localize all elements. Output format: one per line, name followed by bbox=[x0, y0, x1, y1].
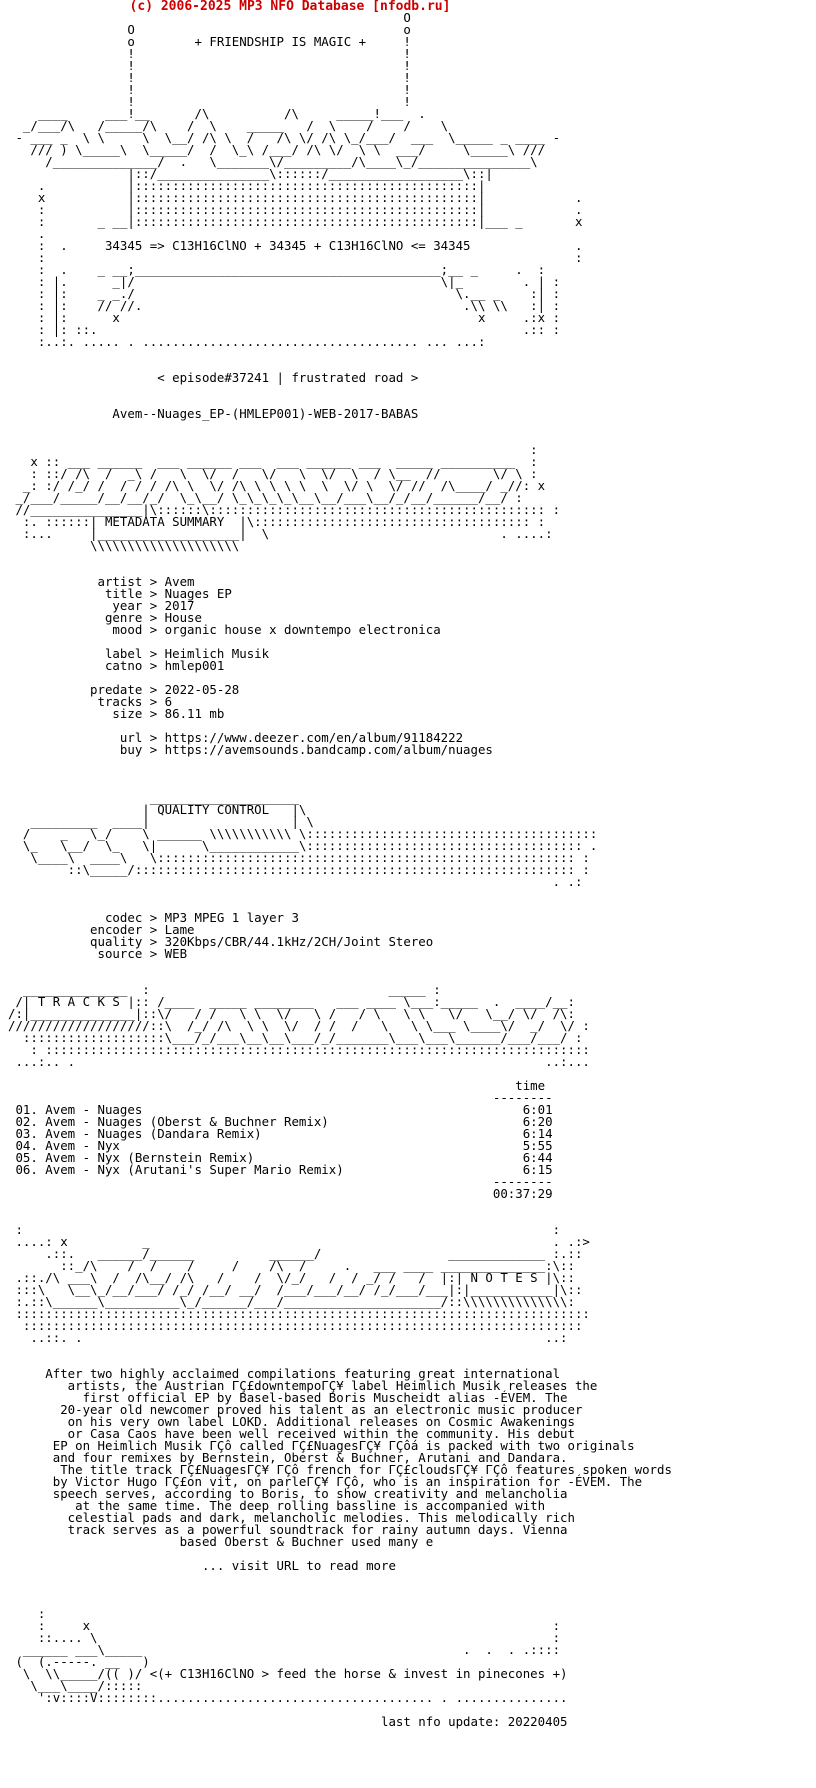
site-header: (c) 2006-2025 MP3 NFO Database [nfodb.ru… bbox=[129, 0, 451, 14]
nfo-content: O O o o + FRIENDSHIP IS MAGIC + ! ! ! ! bbox=[8, 10, 672, 1729]
